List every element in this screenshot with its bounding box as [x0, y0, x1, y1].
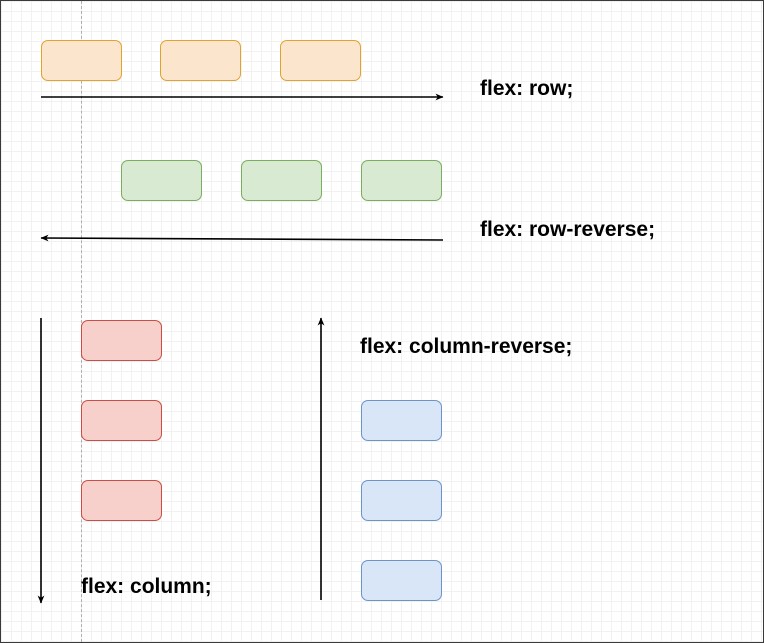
axis-arrow-row	[41, 93, 444, 101]
flex-item-box	[361, 400, 442, 441]
caption-row: flex: row;	[480, 77, 574, 100]
flex-item-box	[81, 400, 162, 441]
axis-arrow-column-reverse	[317, 317, 325, 600]
caption-row-reverse: flex: row-reverse;	[480, 218, 656, 241]
flex-item-box	[361, 560, 442, 601]
flex-item-box	[41, 40, 122, 81]
flex-item-box	[160, 40, 241, 81]
flex-item-box	[121, 160, 202, 201]
axis-arrow-row-reverse	[40, 234, 444, 242]
flex-item-box	[361, 480, 442, 521]
flex-item-box	[81, 320, 162, 361]
flex-item-box	[81, 480, 162, 521]
caption-column-reverse: flex: column-reverse;	[360, 335, 573, 358]
flex-item-box	[361, 160, 442, 201]
axis-arrow-column	[37, 318, 45, 604]
flex-item-box	[280, 40, 361, 81]
caption-column: flex: column;	[81, 575, 212, 598]
flex-item-box	[241, 160, 322, 201]
